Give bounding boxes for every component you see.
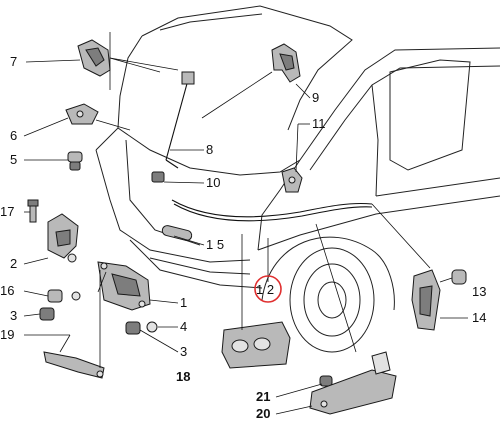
part-7-hood-buffer [77,39,111,77]
callout-18: 18 [176,369,190,384]
callout-10: 10 [206,175,220,190]
part-10-bush [151,171,165,183]
part-1-lock [97,261,151,311]
part-18-foam [221,321,291,369]
callouts: 7 6 5 17 2 16 3 19 8 10 1 5 1 4 3 18 9 1… [0,54,486,421]
part-14-hook [411,269,441,331]
release-cable [171,199,431,269]
callout-3-lower: 3 [180,344,187,359]
callout-12: 1 2 [256,282,274,297]
highlight-circle [254,275,282,303]
callout-3-upper: 3 [10,308,17,323]
callout-14: 14 [472,310,486,325]
callout-1: 1 [180,295,187,310]
part-8-prop-rod [165,71,195,169]
callout-19: 19 [0,327,14,342]
part-3-bush-upper [39,307,55,321]
callout-4: 4 [180,319,187,334]
callout-6: 6 [10,128,17,143]
part-13-bush [451,269,467,285]
part-6-bracket [65,103,99,125]
callout-8: 8 [206,142,213,157]
part-16-grommet [47,289,81,303]
callout-16: 16 [0,283,14,298]
part-19-lever [43,351,105,379]
part-11-latch [281,167,303,193]
part-9-hinge [271,43,301,83]
part-20-plate [309,351,397,415]
callout-11: 11 [312,116,326,131]
callout-13: 13 [472,284,486,299]
callout-9: 9 [312,90,319,105]
callout-5: 5 [10,152,17,167]
part-17-bolt [27,199,39,223]
part-21-bush [319,375,333,387]
part-4-washer [146,321,158,333]
part-15-handle [161,225,193,241]
leader-lines [23,32,468,415]
callout-15: 1 5 [206,237,224,252]
callout-7: 7 [10,54,17,69]
part-3-bush-lower [125,321,141,335]
callout-17: 17 [0,204,14,219]
callout-21: 21 [256,389,270,404]
callout-20: 20 [256,406,270,421]
callout-2: 2 [10,256,17,271]
part-5-grommet [67,151,83,171]
part-2-hinge [47,213,79,263]
